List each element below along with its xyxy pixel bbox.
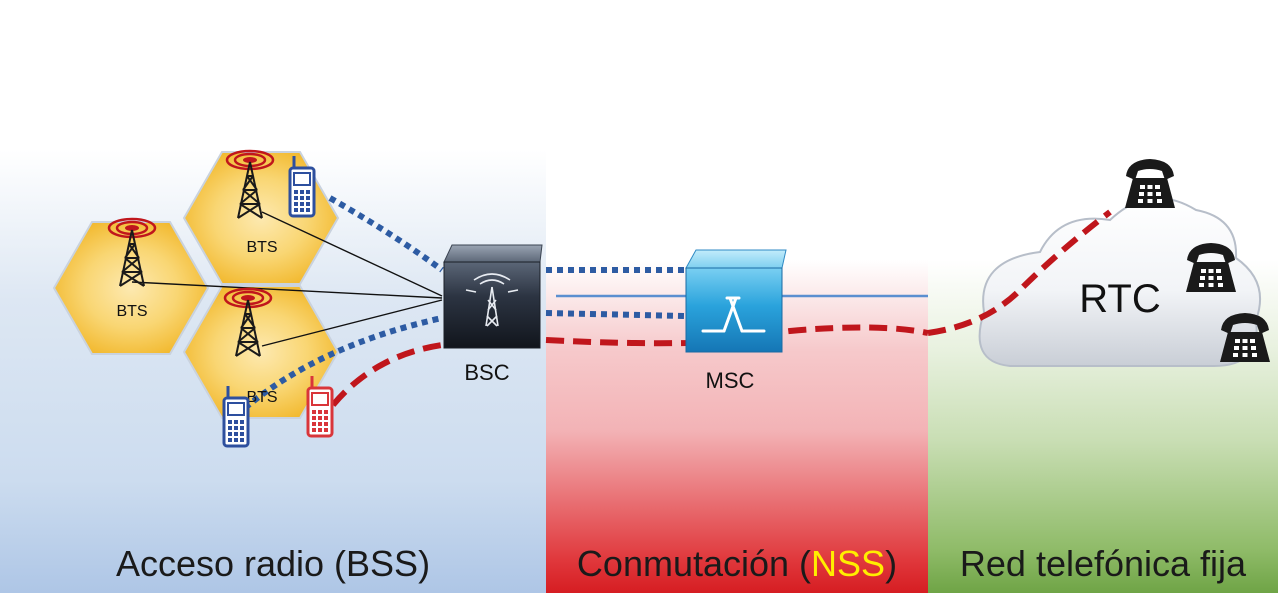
router-icon <box>443 244 543 349</box>
radio-link-bottom <box>243 315 443 411</box>
signalling-link-lower <box>545 310 687 319</box>
telephone-icon <box>1125 159 1175 208</box>
bts-label-top: BTS <box>246 239 277 256</box>
nss-zone-label-suffix: ) <box>885 543 898 584</box>
switch-icon <box>685 249 787 353</box>
telephone-icon <box>1186 243 1236 292</box>
bss-zone-label-text: Acceso radio (BSS) <box>115 543 431 584</box>
bsc-label: BSC <box>464 360 509 385</box>
radio-link-top <box>328 195 444 273</box>
pstn-zone-label-text: Red telefónica fija <box>959 543 1247 584</box>
nss-zone-label: Conmutación (NSS) <box>546 538 928 590</box>
backhaul-line-left <box>131 281 443 299</box>
bss-zone-label: Acceso radio (BSS) <box>0 538 546 590</box>
rtc-label: RTC <box>1079 277 1160 321</box>
bts-label-left: BTS <box>116 303 147 320</box>
bts-label-bottom: BTS <box>246 389 277 406</box>
nss-zone-label-prefix: Conmutación ( <box>576 543 812 584</box>
backhaul-line-bottom <box>261 299 443 347</box>
call-path-access <box>330 342 443 407</box>
nss-zone-label-highlight: NSS <box>811 543 886 584</box>
cell-left <box>52 221 210 355</box>
call-path-pstn <box>927 209 1112 336</box>
msc-label: MSC <box>706 368 755 393</box>
backhaul-line-top <box>261 211 443 297</box>
telephone-icon <box>1220 313 1270 362</box>
pstn-zone-label: Red telefónica fija <box>928 538 1278 590</box>
